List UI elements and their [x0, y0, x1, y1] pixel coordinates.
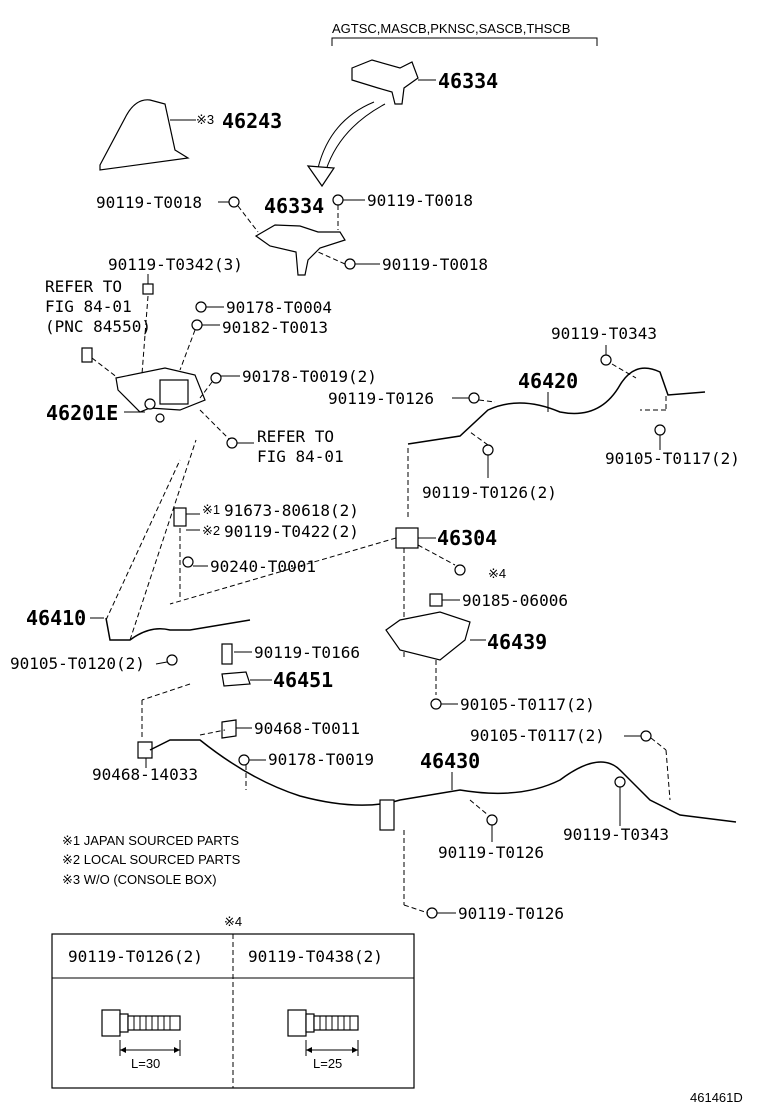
- part-46334-mid: 46334 90119-T0018 90119-T0018 90119-T001…: [96, 191, 488, 276]
- note-2: ※2 LOCAL SOURCED PARTS: [62, 852, 241, 867]
- table-col2-length: L=25: [313, 1056, 342, 1071]
- clip-90240-T0001: 90240-T0001: [182, 556, 316, 576]
- bolt-length-table: ※4 90119-T0126(2) 90119-T0438(2) L=30: [51, 914, 415, 1089]
- label-46420: 46420: [518, 369, 578, 393]
- table-col2-header: 90119-T0438(2): [248, 947, 383, 966]
- label-90105-T0120: 90105-T0120(2): [10, 654, 145, 673]
- label-90178-T0019-2: 90178-T0019(2): [242, 367, 377, 386]
- figure-id: 461461D: [690, 1090, 743, 1105]
- label-46410: 46410: [26, 606, 86, 630]
- label-90178-T0019: 90178-T0019: [268, 750, 374, 769]
- refer2-line1: REFER TO: [257, 427, 334, 446]
- label-90105-T0117-2-b: 90105-T0117(2): [460, 695, 595, 714]
- bolt-90119-T0342: 90119-T0342(3): [108, 255, 243, 401]
- refer-note-1: REFER TO FIG 84-01 (PNC 84550): [45, 277, 151, 379]
- label-46451: 46451: [273, 668, 333, 692]
- cable-46420: 46420 90119-T0343 90105-T0117(2) 90119-T…: [328, 324, 740, 520]
- part-46439: 90185-06006 46439 90105-T0117(2): [385, 591, 595, 714]
- nut-90178-T0019-2: 90178-T0019(2): [199, 367, 377, 399]
- variant-header-text: AGTSC,MASCB,PKNSC,SASCB,THSCB: [332, 21, 570, 36]
- refer-note-2: REFER TO FIG 84-01: [199, 409, 344, 466]
- label-90178-T0004: 90178-T0004: [226, 298, 332, 317]
- label-90119-T0343-top: 90119-T0343: [551, 324, 657, 343]
- label-90119-T0422: 90119-T0422(2): [224, 522, 359, 541]
- note-3: ※3 W/O (CONSOLE BOX): [62, 872, 217, 887]
- label-90105-T0117-2-a: 90105-T0117(2): [605, 449, 740, 468]
- bolts-marked: ※1 91673-80618(2) ※2 90119-T0422(2): [173, 501, 359, 600]
- label-46201E: 46201E: [46, 401, 118, 425]
- refer2-line2: FIG 84-01: [257, 447, 344, 466]
- refer1-line3: (PNC 84550): [45, 317, 151, 336]
- arrow-down-icon: [306, 101, 386, 188]
- notes: ※1 JAPAN SOURCED PARTS ※2 LOCAL SOURCED …: [62, 833, 241, 887]
- part-46451: 90119-T0166 46451: [141, 643, 360, 701]
- mark-4-ref: ※4: [488, 566, 506, 581]
- label-90119-T0166: 90119-T0166: [254, 643, 360, 662]
- label-90119-T0126-b: 90119-T0126: [438, 843, 544, 862]
- cable-46430: 46430 90105-T0117(2) 90119-T0343 90119-T…: [149, 726, 737, 923]
- table-col1-length: L=30: [131, 1056, 160, 1071]
- clips-lower: 90468-T0011 90178-T0019 90468-14033: [92, 700, 374, 784]
- part-46243: ※3 46243: [99, 99, 282, 171]
- mark-2: ※2: [202, 523, 220, 538]
- label-90240-T0001: 90240-T0001: [210, 557, 316, 576]
- label-90119-T0342: 90119-T0342(3): [108, 255, 243, 274]
- nuts-upper: 90178-T0004 90182-T0013: [179, 298, 332, 371]
- label-91673-80618: 91673-80618(2): [224, 501, 359, 520]
- label-90468-14033: 90468-14033: [92, 765, 198, 784]
- label-90119-T0126-a: 90119-T0126: [328, 389, 434, 408]
- bolt-L25-icon: [287, 1009, 359, 1056]
- variant-header: AGTSC,MASCB,PKNSC,SASCB,THSCB: [331, 21, 598, 46]
- mark-3: ※3: [196, 112, 214, 127]
- label-90182-T0013: 90182-T0013: [222, 318, 328, 337]
- label-90119-T0018-b: 90119-T0018: [367, 191, 473, 210]
- note-1: ※1 JAPAN SOURCED PARTS: [62, 833, 239, 848]
- label-90119-T0126-c: 90119-T0126: [458, 904, 564, 923]
- label-90119-T0126-2: 90119-T0126(2): [422, 483, 557, 502]
- table-col1-header: 90119-T0126(2): [68, 947, 203, 966]
- bolt-L30-icon: [101, 1009, 181, 1056]
- label-46334-top: 46334: [438, 69, 498, 93]
- label-90185-06006: 90185-06006: [462, 591, 568, 610]
- mark-1: ※1: [202, 502, 220, 517]
- label-90119-T0018-a: 90119-T0018: [96, 193, 202, 212]
- cable-46410: 46410 90105-T0120(2): [10, 439, 251, 673]
- label-90468-T0011: 90468-T0011: [254, 719, 360, 738]
- label-46439: 46439: [487, 630, 547, 654]
- label-90119-T0018-c: 90119-T0018: [382, 255, 488, 274]
- label-90105-T0117-2-c: 90105-T0117(2): [470, 726, 605, 745]
- part-46201E: 46201E: [46, 367, 206, 425]
- label-46430: 46430: [420, 749, 480, 773]
- refer1-line2: FIG 84-01: [45, 297, 132, 316]
- label-46304: 46304: [437, 526, 497, 550]
- part-46304: 46304 ※4: [169, 526, 506, 660]
- label-46243: 46243: [222, 109, 282, 133]
- part-46334-top: 46334: [351, 59, 498, 105]
- refer1-line1: REFER TO: [45, 277, 122, 296]
- label-46334-mid: 46334: [264, 194, 324, 218]
- table-mark: ※4: [224, 914, 242, 929]
- label-90119-T0343-bot: 90119-T0343: [563, 825, 669, 844]
